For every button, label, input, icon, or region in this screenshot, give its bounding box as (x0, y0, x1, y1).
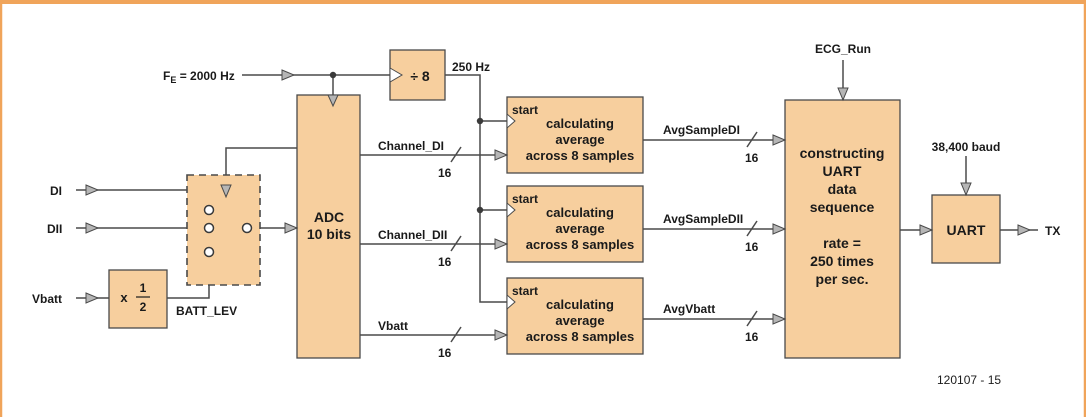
figure-number: 120107 - 15 (937, 373, 1001, 387)
input-di-label: DI (50, 184, 62, 198)
channel-dii-width: 16 (438, 255, 452, 269)
avg-vbatt-width: 16 (745, 330, 759, 344)
channel-vbatt-width: 16 (438, 346, 452, 360)
svg-text:constructing: constructing (800, 145, 885, 161)
avg-sample-di-label: AvgSampleDI (663, 123, 740, 137)
avg-vbatt-label: AvgVbatt (663, 302, 715, 316)
divider-symbol: ÷ 8 (410, 68, 430, 84)
svg-text:UART: UART (823, 163, 862, 179)
averager-vbatt: start calculating average across 8 sampl… (506, 277, 644, 355)
svg-text:start: start (512, 192, 538, 206)
svg-text:calculating: calculating (546, 297, 614, 312)
svg-text:rate =: rate = (823, 235, 861, 251)
channel-di-label: Channel_DI (378, 139, 444, 153)
svg-text:calculating: calculating (546, 205, 614, 220)
half-block-numerator: 1 (140, 281, 147, 295)
selector-switch (186, 174, 261, 286)
channel-vbatt-label: Vbatt (378, 319, 408, 333)
uart-label: UART (947, 222, 986, 238)
ecg-run-label: ECG_Run (815, 42, 871, 56)
tx-label: TX (1045, 224, 1060, 238)
svg-text:average: average (555, 132, 604, 147)
svg-text:across 8 samples: across 8 samples (526, 148, 634, 163)
fe-label: FE = 2000 Hz (163, 69, 235, 85)
svg-text:average: average (555, 221, 604, 236)
adc-block: ADC 10 bits (296, 94, 361, 359)
svg-text:across 8 samples: across 8 samples (526, 237, 634, 252)
avg-sample-dii-label: AvgSampleDII (663, 212, 743, 226)
uart-block: UART (931, 194, 1001, 264)
adc-bits: 10 bits (307, 226, 352, 242)
averager-di: start calculating average across 8 sampl… (506, 96, 644, 174)
half-block-x: x (120, 290, 128, 305)
svg-text:data: data (828, 181, 857, 197)
svg-text:sequence: sequence (810, 199, 875, 215)
svg-text:start: start (512, 103, 538, 117)
rate-label: 250 Hz (452, 60, 490, 74)
averager-dii: start calculating average across 8 sampl… (506, 185, 644, 263)
svg-text:start: start (512, 284, 538, 298)
batt-lev-label: BATT_LEV (176, 304, 237, 318)
avg-sample-di-width: 16 (745, 151, 759, 165)
svg-text:calculating: calculating (546, 116, 614, 131)
svg-text:across 8 samples: across 8 samples (526, 329, 634, 344)
svg-text:per sec.: per sec. (816, 271, 869, 287)
svg-text:average: average (555, 313, 604, 328)
input-dii-label: DII (47, 222, 62, 236)
adc-title: ADC (314, 209, 344, 225)
input-vbatt-label: Vbatt (32, 292, 62, 306)
arrowheads (85, 67, 1032, 341)
baud-label: 38,400 baud (932, 140, 1001, 154)
channel-di-width: 16 (438, 166, 452, 180)
half-block-denominator: 2 (140, 300, 147, 314)
svg-text:250 times: 250 times (810, 253, 874, 269)
half-block: x 1 2 (108, 269, 168, 329)
avg-sample-dii-width: 16 (745, 240, 759, 254)
uart-sequence-constructor: constructing UART data sequence rate = 2… (784, 99, 901, 359)
channel-dii-label: Channel_DII (378, 228, 447, 242)
